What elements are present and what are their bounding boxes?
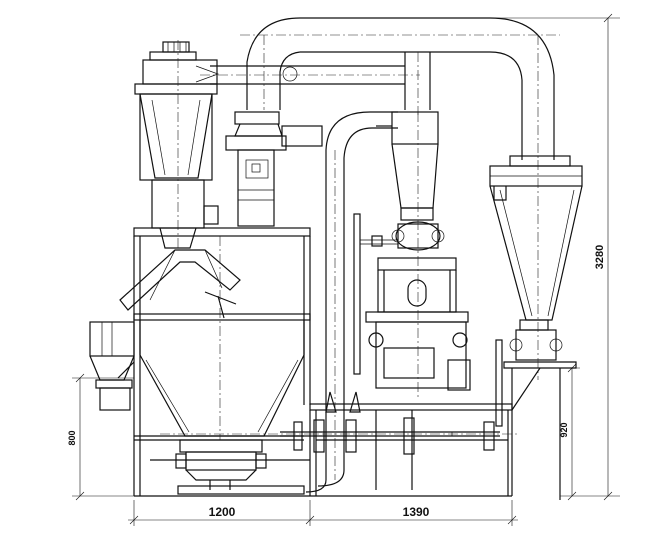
mill-unit <box>353 111 503 427</box>
right-cyclone <box>489 155 583 500</box>
dimension-lines <box>72 13 620 526</box>
small-side-bin <box>89 321 135 411</box>
pipe-network <box>200 17 560 493</box>
base-frame <box>134 391 520 497</box>
fan-unit <box>225 111 323 227</box>
dim-frame-height-right: 920 <box>559 422 569 437</box>
dim-width-right: 1390 <box>403 505 430 519</box>
left-frame <box>119 227 311 496</box>
left-cyclone <box>134 40 220 250</box>
dim-overall-height: 3280 <box>594 245 606 269</box>
dim-width-left: 1200 <box>209 505 236 519</box>
dim-frame-height-left: 800 <box>67 430 77 445</box>
